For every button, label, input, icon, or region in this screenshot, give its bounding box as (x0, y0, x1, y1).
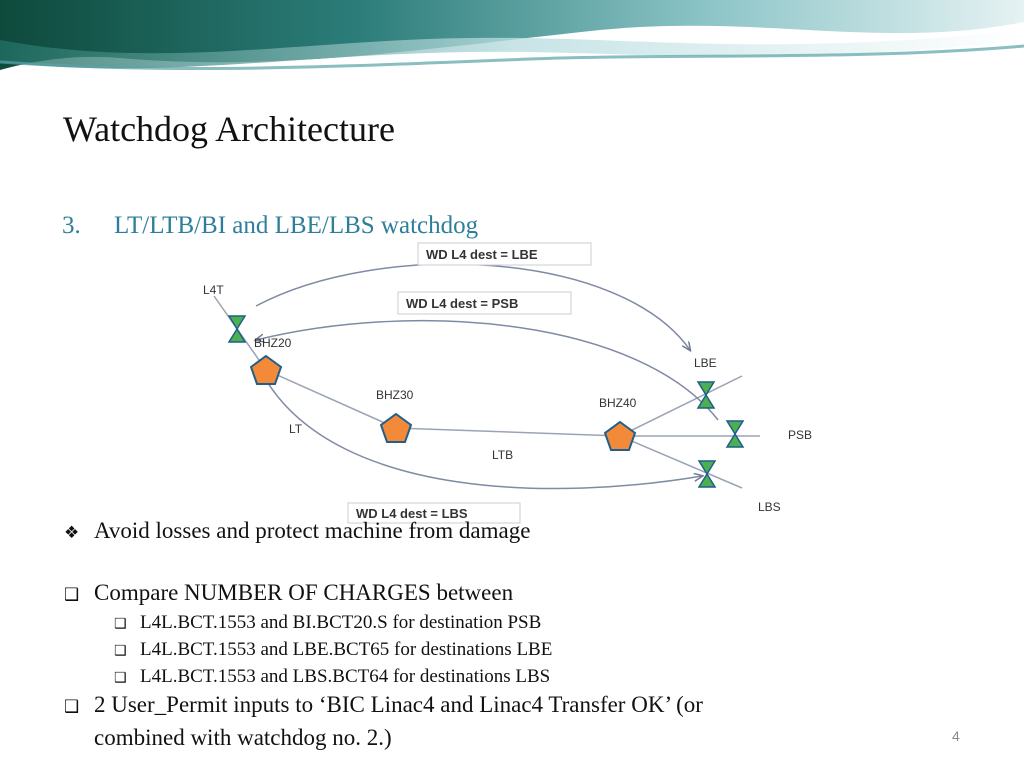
bullet-text: Compare NUMBER OF CHARGES between (94, 580, 514, 605)
arrow-lbs (265, 379, 702, 490)
label-psb: PSB (788, 428, 812, 442)
sub-bullet-lbs: ❑ L4L.BCT.1553 and LBS.BCT64 for destinat… (114, 666, 550, 688)
watchdog-arrows (255, 263, 719, 490)
bullet-user-permit: ❑ 2 User_Permit inputs to ‘BIC Linac4 and… (64, 692, 703, 718)
bullet-text: L4L.BCT.1553 and LBS.BCT64 for destinati… (140, 666, 551, 687)
arrow-lbe (255, 263, 690, 350)
label-lbe: LBE (694, 356, 717, 370)
box-wd-lbs-label: WD L4 dest = LBS (356, 506, 468, 521)
beam-lines (213, 295, 760, 489)
sub-bullet-lbe: ❑ L4L.BCT.1553 and LBE.BCT65 for destinat… (114, 639, 552, 661)
section-heading: 3. LT/LTB/BI and LBE/LBS watchdog (62, 212, 478, 240)
bhz30-monitor-icon (379, 412, 413, 443)
label-lt: LT (289, 422, 303, 436)
label-l4t: L4T (203, 283, 224, 297)
diamond-bullet-icon: ❖ (64, 523, 80, 543)
slide-title: Watchdog Architecture (63, 109, 395, 149)
watchdog-psb-icon (725, 420, 745, 448)
box-wd-lbe: WD L4 dest = LBE (417, 242, 592, 266)
label-ltb: LTB (492, 448, 513, 462)
label-lbs: LBS (758, 500, 781, 514)
bullet-text: 2 User_Permit inputs to ‘BIC Linac4 and … (94, 692, 703, 717)
box-wd-psb: WD L4 dest = PSB (397, 291, 572, 315)
bullet-avoid-losses: ❖ Avoid losses and protect machine from d… (64, 518, 530, 544)
page-number: 4 (952, 728, 960, 744)
bullet-text: L4L.BCT.1553 and LBE.BCT65 for destinati… (140, 639, 553, 660)
header-banner (0, 0, 1024, 80)
watchdog-l4t-icon (227, 315, 247, 343)
section-number: 3. (62, 212, 81, 239)
arrow-psb (256, 319, 719, 421)
bhz40-monitor-icon (603, 420, 637, 451)
sub-bullet-psb: ❑ L4L.BCT.1553 and BI.BCT20.S for destina… (114, 612, 541, 634)
section-title: LT/LTB/BI and LBE/LBS watchdog (114, 212, 479, 239)
box-wd-lbe-label: WD L4 dest = LBE (426, 247, 538, 262)
bullet-text: Avoid losses and protect machine from da… (94, 518, 531, 543)
bhz20-monitor-icon (249, 354, 283, 385)
box-bullet-icon: ❑ (114, 670, 127, 686)
bullet-user-permit-cont: combined with watchdog no. 2.) (94, 725, 392, 751)
box-wd-lbs: WD L4 dest = LBS (347, 502, 521, 524)
label-bhz30: BHZ30 (376, 388, 414, 402)
box-bullet-icon: ❑ (64, 697, 80, 717)
box-wd-psb-label: WD L4 dest = PSB (406, 296, 518, 311)
bullet-text: combined with watchdog no. 2.) (94, 725, 392, 750)
label-bhz20: BHZ20 (254, 336, 292, 350)
box-bullet-icon: ❑ (114, 616, 127, 632)
box-bullet-icon: ❑ (64, 585, 80, 605)
bullet-compare: ❑ Compare NUMBER OF CHARGES between (64, 580, 513, 606)
box-bullet-icon: ❑ (114, 643, 127, 659)
watchdog-lbs-icon (697, 460, 717, 488)
label-bhz40: BHZ40 (599, 396, 637, 410)
watchdog-lbe-icon (696, 381, 716, 409)
bullet-text: L4L.BCT.1553 and BI.BCT20.S for destinat… (140, 612, 542, 633)
